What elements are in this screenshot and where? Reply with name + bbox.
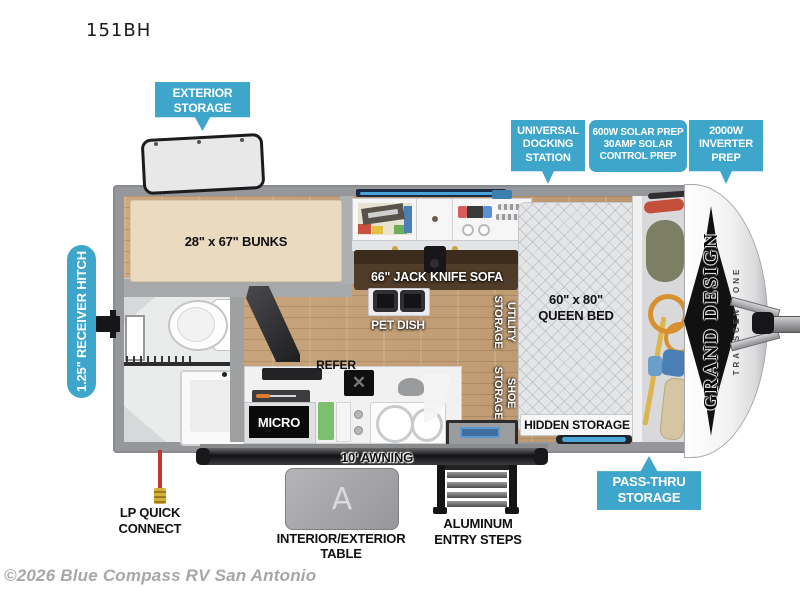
game-box-green <box>394 225 407 234</box>
door-hinge-2 <box>197 140 201 144</box>
receiver-hitch-bar <box>96 316 120 332</box>
awning-cap-left <box>196 448 210 465</box>
game-console-screen <box>467 206 483 218</box>
bunk-bed: 28" x 67" BUNKS <box>130 200 342 282</box>
hidden-storage-label: HIDDEN STORAGE <box>524 418 630 432</box>
entry-steps-rail-right <box>509 462 517 510</box>
shower-handle <box>222 372 227 377</box>
receiver-hitch-callout <box>67 245 96 398</box>
door-hinge-3 <box>240 138 244 142</box>
pet-dish-bowl-1 <box>373 290 398 312</box>
exterior-storage-callout: EXTERIOR STORAGE <box>155 82 250 131</box>
refrigerator-vent: ✕ <box>344 370 374 396</box>
panel-knob-1 <box>462 224 474 236</box>
entry-steps-rail-left <box>437 462 445 510</box>
cooktop <box>262 368 322 380</box>
toilet-lid <box>177 307 215 342</box>
shelf-hinge-2 <box>452 246 458 252</box>
step-tread-2 <box>447 482 507 488</box>
cabinet-knob <box>432 216 438 222</box>
shelf-hinge-1 <box>392 246 398 252</box>
receiver-hitch-plate <box>110 310 116 338</box>
solar-prep-callout: 600W SOLAR PREP 30AMP SOLAR CONTROL PREP <box>589 120 687 172</box>
entry-steps-platform <box>437 460 517 470</box>
sofa-cupholder <box>430 259 439 268</box>
brand-logo: GRAND DESIGN <box>696 196 726 446</box>
microwave: MICRO <box>249 406 309 438</box>
pass-thru-callout: PASS-THRU STORAGE <box>597 456 701 510</box>
lp-fitting <box>154 488 166 504</box>
awning-cap-right <box>534 448 548 465</box>
lp-label: LP QUICK CONNECT <box>118 505 182 536</box>
door-hinge-1 <box>154 142 158 146</box>
step-foot-right <box>505 507 519 514</box>
panel-knob-2 <box>478 224 490 236</box>
led-strip-glow <box>360 192 502 195</box>
closet-divider-wall <box>632 196 643 442</box>
steps-label: ALUMINUM ENTRY STEPS <box>434 516 522 547</box>
faucet-knob-2 <box>354 426 363 435</box>
inverter-prep-callout: 2000W INVERTER PREP <box>689 120 763 184</box>
gear-bag <box>646 220 684 282</box>
control-panel-row-2 <box>496 214 524 220</box>
entry-mat <box>460 427 500 438</box>
game-console-right <box>483 206 492 218</box>
bunk-label: 28" x 67" BUNKS <box>184 233 288 249</box>
game-box-red <box>358 224 371 234</box>
shower-pan-inner <box>190 380 232 432</box>
hitch-coupler <box>752 312 774 334</box>
awning-fabric <box>200 444 548 450</box>
step-tread-4 <box>447 501 507 507</box>
shoe-storage-label: SHOE STORAGE <box>491 366 517 420</box>
game-box-blue <box>404 206 412 233</box>
utility-storage-label: UTILITY STORAGE <box>491 295 517 349</box>
gear-blue-item-2 <box>648 356 662 376</box>
step-tread-3 <box>447 492 507 498</box>
queen-bed <box>518 202 636 434</box>
exterior-storage-door <box>140 132 266 196</box>
watermark: ©2026 Blue Compass RV San Antonio <box>4 566 317 585</box>
brand-series: TRANSCEND ONE <box>731 266 741 376</box>
hidden-storage-band: HIDDEN STORAGE <box>520 414 634 436</box>
hidden-storage-mat-stripe <box>562 437 626 442</box>
model-title: 151BH <box>86 20 152 41</box>
pet-dish-bowl-2 <box>400 290 425 312</box>
game-console-left <box>458 206 467 218</box>
green-board <box>318 402 334 440</box>
awning-tube <box>196 448 548 465</box>
brand-name: GRAND DESIGN <box>699 231 722 411</box>
table-fold-icon: A <box>331 481 353 517</box>
blue-tray <box>492 190 512 199</box>
faucet-knob-1 <box>354 410 363 419</box>
knife-blade <box>270 395 296 397</box>
kitchen-pot <box>398 378 424 396</box>
step-foot-left <box>433 507 447 514</box>
cabinet-divider-2 <box>452 198 453 240</box>
receiver-hitch-label: 1.25" RECEIVER HITCH <box>74 251 89 392</box>
awning-label: 10' AWNING <box>340 450 414 465</box>
pet-dish-label: PET DISH <box>371 318 425 332</box>
sink-basin-1 <box>376 405 414 443</box>
control-panel-row-1 <box>498 204 524 210</box>
knife-handle <box>256 394 270 398</box>
bathroom-wall <box>230 284 244 442</box>
white-board <box>336 402 351 442</box>
table-label: INTERIOR/EXTERIOR TABLE <box>276 531 406 561</box>
shower-curtain <box>126 356 194 363</box>
refer-label: REFER <box>316 358 356 372</box>
sofa-label: 66" JACK KNIFE SOFA <box>370 270 503 284</box>
folding-table: A <box>285 468 399 530</box>
micro-label: MICRO <box>257 414 301 430</box>
queen-bed-label: 60" x 80" QUEEN BED <box>538 292 614 323</box>
cabinet-shelf-edge <box>352 240 530 251</box>
lp-line <box>158 450 162 490</box>
game-box-yellow <box>372 226 383 234</box>
bunk-right-wall <box>340 196 354 284</box>
cabinet-divider-1 <box>416 198 417 240</box>
shower-rod <box>124 362 240 366</box>
step-tread-1 <box>447 472 507 478</box>
bathroom-window <box>125 315 145 361</box>
universal-docking-callout: UNIVERSAL DOCKING STATION <box>511 120 585 184</box>
